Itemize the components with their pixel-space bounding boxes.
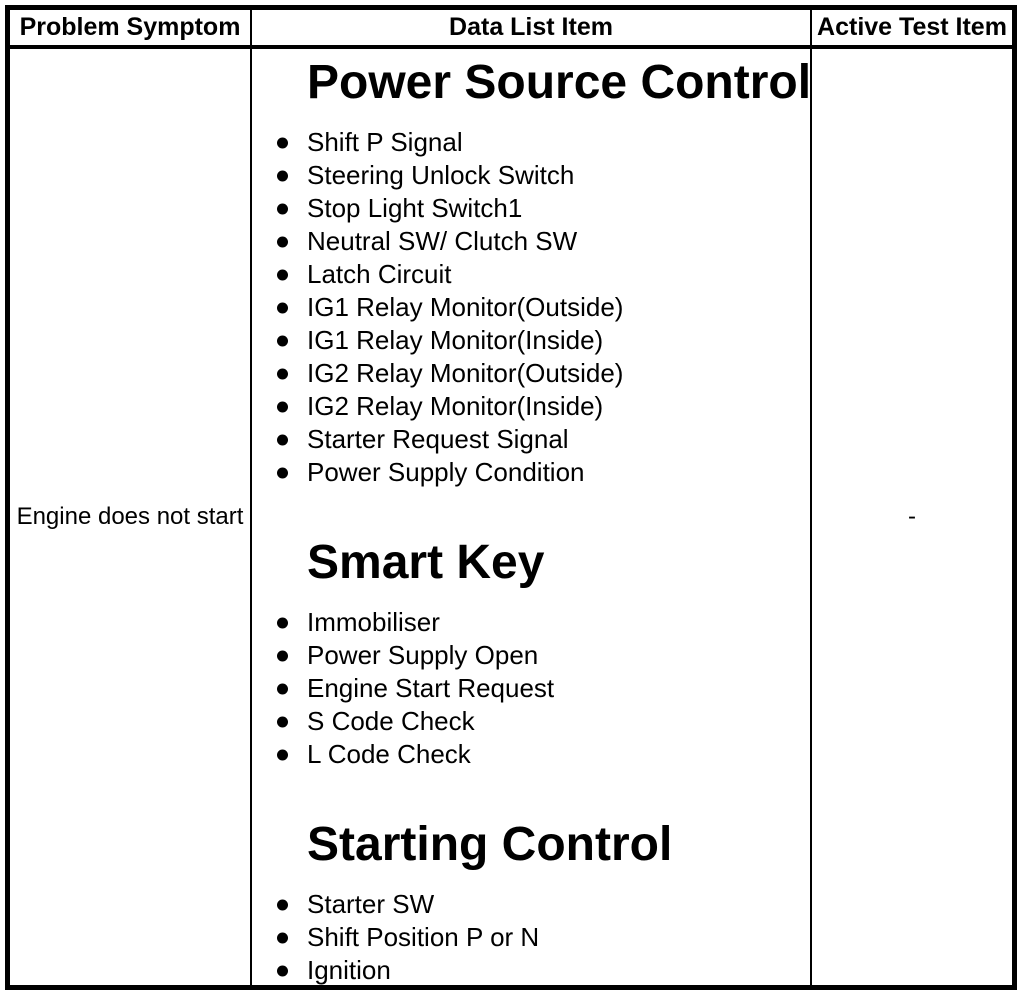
section-title: Smart Key <box>307 536 545 589</box>
bullet-icon <box>277 749 288 760</box>
bullet-icon <box>277 716 288 727</box>
list-item-label: Neutral SW/ Clutch SW <box>307 226 578 256</box>
list-item: Stop Light Switch1 <box>277 192 806 225</box>
bullet-icon <box>277 899 288 910</box>
problem-symptom-cell: Engine does not start <box>10 49 252 985</box>
list-item-label: Shift P Signal <box>307 127 463 157</box>
bullet-icon <box>277 236 288 247</box>
list-item: Immobiliser <box>277 606 806 639</box>
section-title: Starting Control <box>307 818 673 871</box>
list-item-label: Engine Start Request <box>307 673 555 703</box>
list-item-label: IG2 Relay Monitor(Outside) <box>307 358 624 388</box>
bullet-icon <box>277 269 288 280</box>
list-item: Ignition <box>277 954 806 985</box>
list-item-label: Power Supply Condition <box>307 457 585 487</box>
column-header-active-test-item: Active Test Item <box>812 10 1012 49</box>
list-item: Starter Request Signal <box>277 423 806 456</box>
list-item-label: Ignition <box>307 955 391 985</box>
list-item-label: S Code Check <box>307 706 475 736</box>
list-item-label: Latch Circuit <box>307 259 452 289</box>
list-item: IG1 Relay Monitor(Inside) <box>277 324 806 357</box>
bullet-icon <box>277 617 288 628</box>
section-title: Power Source Control <box>307 56 812 109</box>
list-item: IG2 Relay Monitor(Outside) <box>277 357 806 390</box>
list-item: Shift P Signal <box>277 126 806 159</box>
list-item-label: Starter Request Signal <box>307 424 569 454</box>
symptom-table: Problem Symptom Data List Item Active Te… <box>5 5 1017 990</box>
list-item: Shift Position P or N <box>277 921 806 954</box>
bullet-icon <box>277 368 288 379</box>
list-item-label: Shift Position P or N <box>307 922 540 952</box>
bullet-icon <box>277 203 288 214</box>
bullet-icon <box>277 965 288 976</box>
bullet-icon <box>277 683 288 694</box>
list-item: Neutral SW/ Clutch SW <box>277 225 806 258</box>
bullet-icon <box>277 170 288 181</box>
list-item: Power Supply Condition <box>277 456 806 489</box>
list-item: Latch Circuit <box>277 258 806 291</box>
column-header-problem-symptom: Problem Symptom <box>10 10 252 49</box>
list-item: Starter SW <box>277 888 806 921</box>
bullet-icon <box>277 650 288 661</box>
bullet-icon <box>277 302 288 313</box>
bullet-icon <box>277 335 288 346</box>
bullet-icon <box>277 401 288 412</box>
bullet-icon <box>277 137 288 148</box>
list-item-label: Starter SW <box>307 889 435 919</box>
list-item-label: IG1 Relay Monitor(Outside) <box>307 292 624 322</box>
list-item: S Code Check <box>277 705 806 738</box>
list-item: Engine Start Request <box>277 672 806 705</box>
bullet-icon <box>277 467 288 478</box>
column-header-data-list-item: Data List Item <box>252 10 812 49</box>
list-item-label: Stop Light Switch1 <box>307 193 523 223</box>
list-item-label: Immobiliser <box>307 607 440 637</box>
bullet-icon <box>277 932 288 943</box>
list-item-label: IG2 Relay Monitor(Inside) <box>307 391 604 421</box>
list-item-label: Power Supply Open <box>307 640 539 670</box>
list-item: L Code Check <box>277 738 806 771</box>
list-item-label: IG1 Relay Monitor(Inside) <box>307 325 604 355</box>
list-item-label: L Code Check <box>307 739 471 769</box>
list-item: Steering Unlock Switch <box>277 159 806 192</box>
list-item: Power Supply Open <box>277 639 806 672</box>
list-item: IG1 Relay Monitor(Outside) <box>277 291 806 324</box>
active-test-item-cell: - <box>908 503 916 530</box>
list-item-label: Steering Unlock Switch <box>307 160 575 190</box>
list-item: IG2 Relay Monitor(Inside) <box>277 390 806 423</box>
bullet-icon <box>277 434 288 445</box>
